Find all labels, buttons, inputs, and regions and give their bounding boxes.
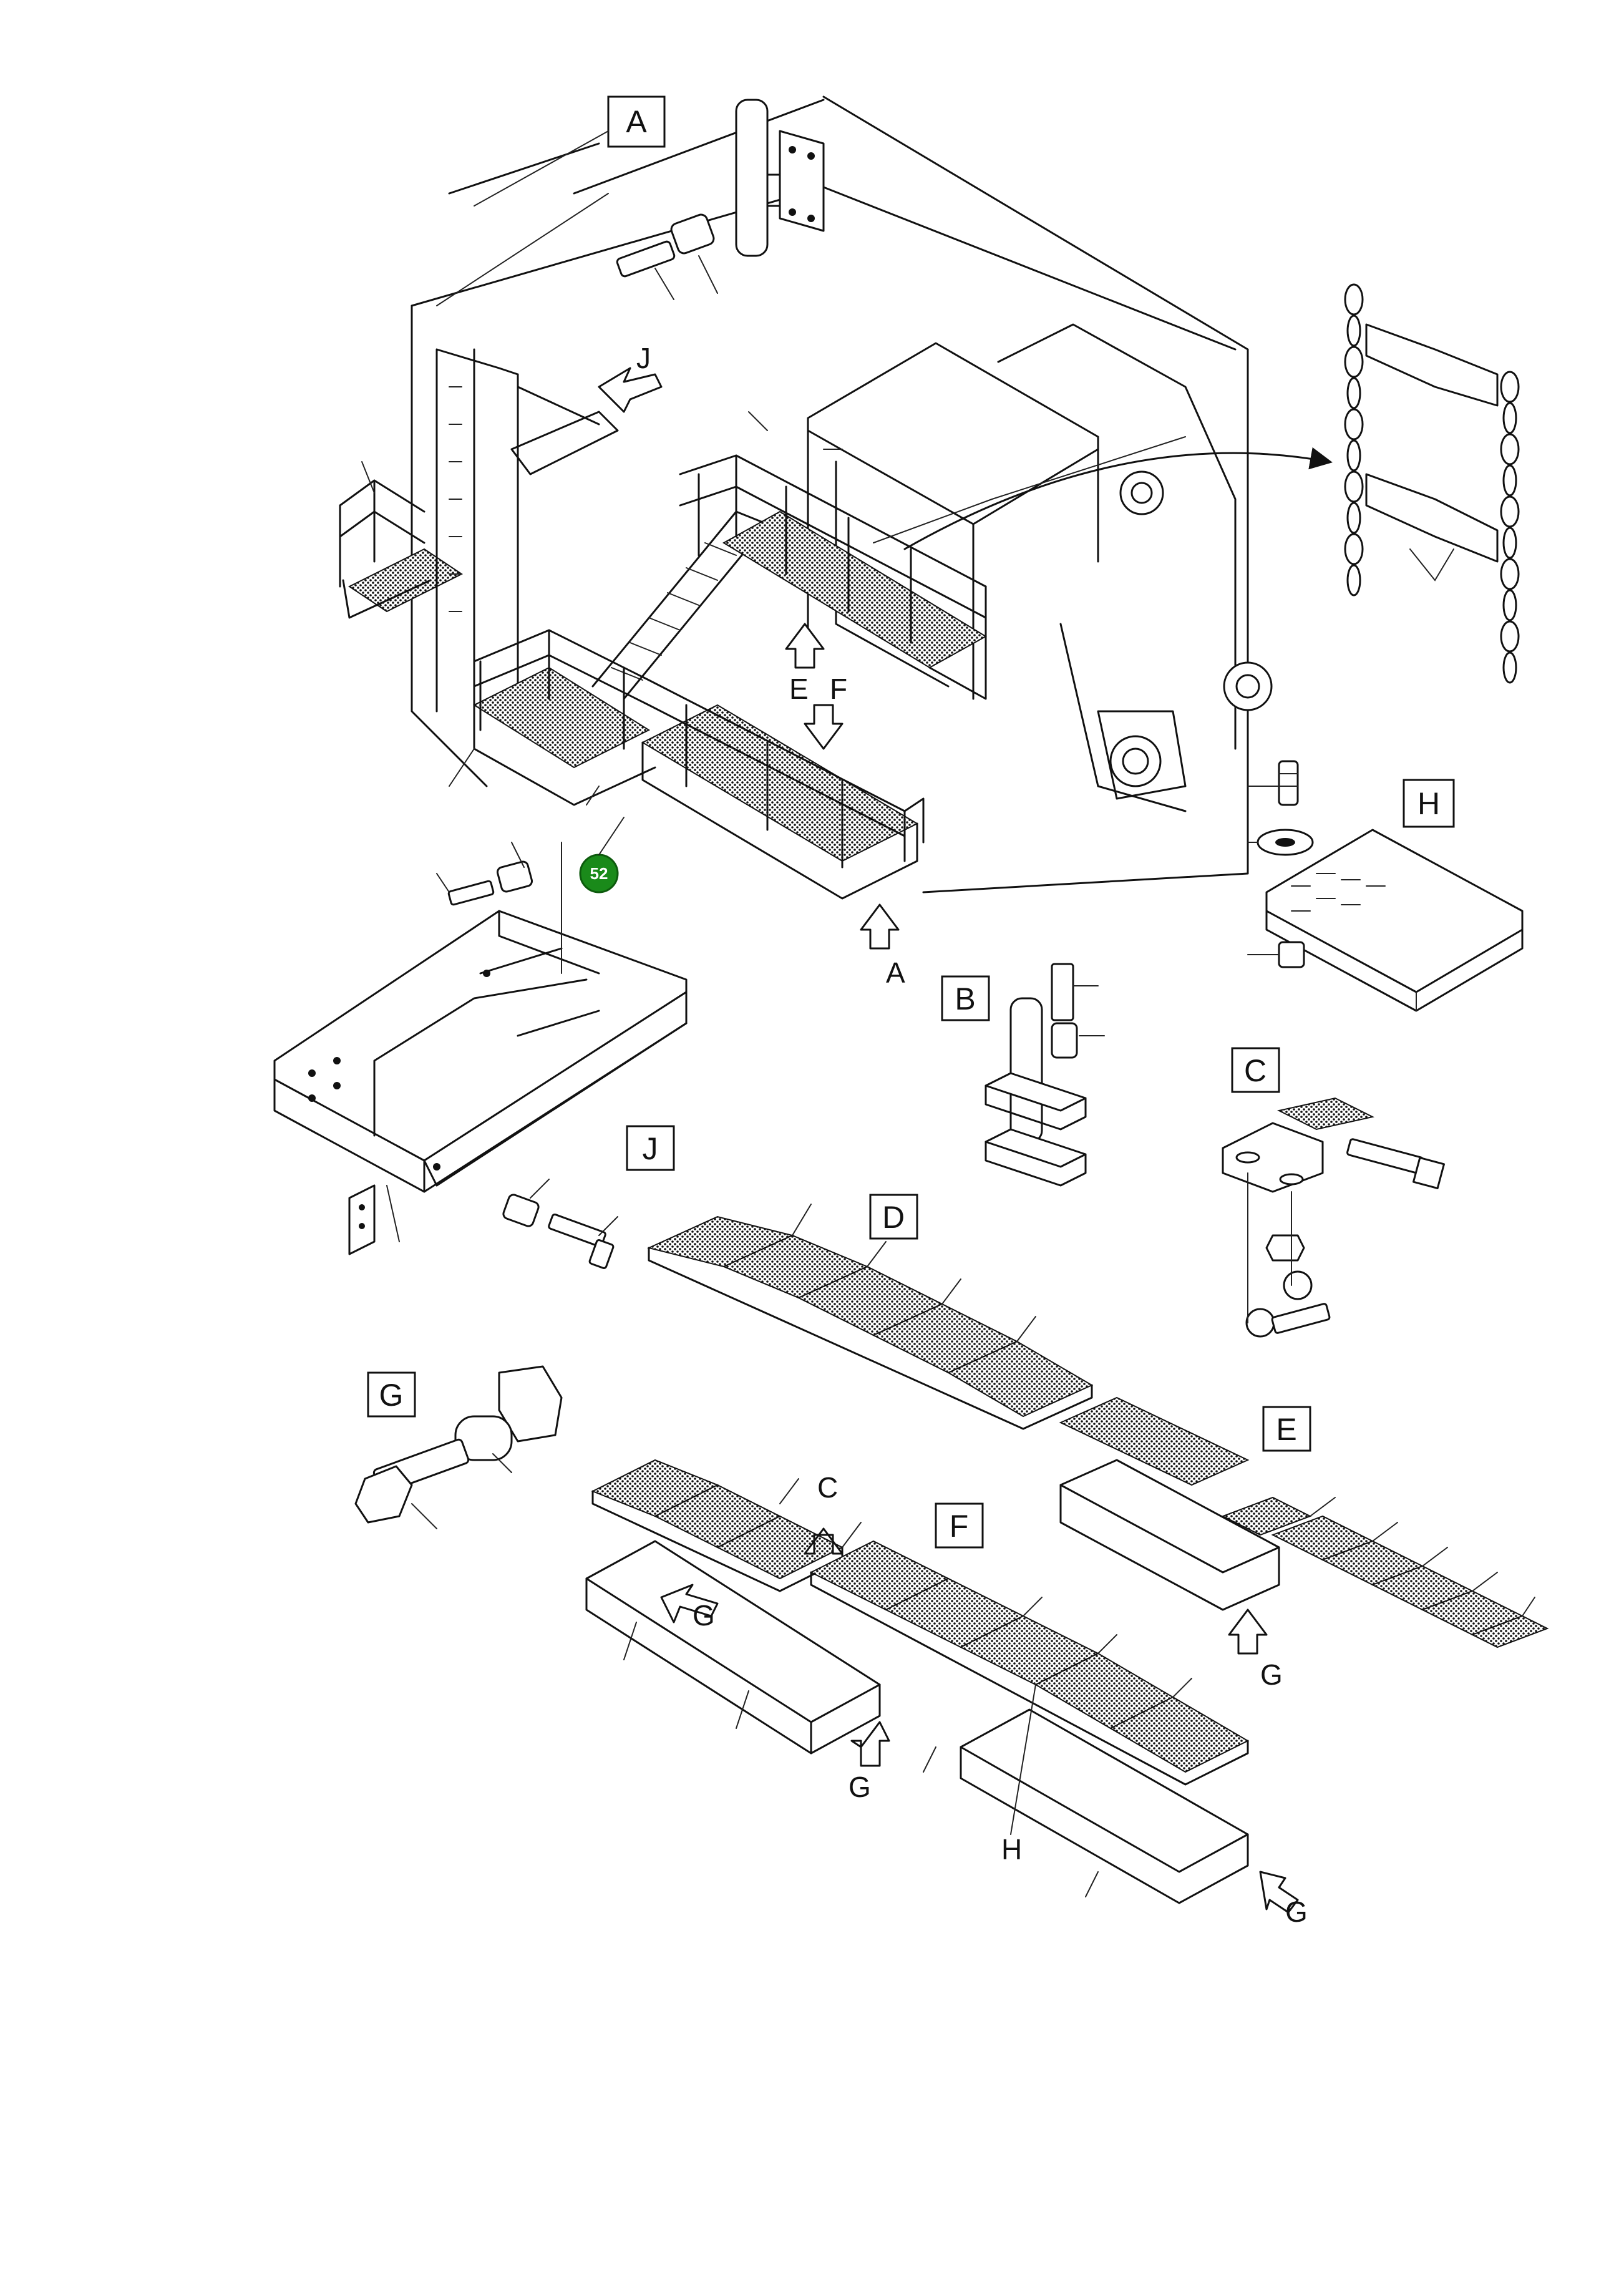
callout-G-E: G [1260,1658,1283,1691]
detail-D-stair-treads: D [646,1194,1094,1430]
detail-F-stair-assembly: F C G G G H [585,1459,1308,1928]
item-badge-52[interactable]: 52 [579,854,619,893]
chain-left [1344,283,1364,596]
detail-E-platform: E G [1059,1396,1549,1691]
label-F: F [950,1509,969,1544]
detail-J-frame: J [273,842,688,1269]
callout-G-left: G [693,1599,715,1632]
callout-A: A [886,957,905,989]
detail-G-bolt-spacer: G [354,1365,563,1529]
label-E: E [1276,1412,1296,1447]
badge-number: 52 [590,864,608,883]
detail-H-step-plate: H [1247,760,1524,1012]
callout-G-center: G [848,1771,871,1803]
detail-C-bracket: C [1222,1047,1445,1338]
label-G: G [379,1378,404,1413]
label-J: J [643,1131,658,1166]
label-B: B [955,981,975,1016]
label-box-A-group: A [607,95,666,148]
detail-B-post: B [941,963,1105,1187]
label-H: H [1417,786,1440,821]
callout-G-right: G [1285,1896,1308,1928]
callout-C: C [817,1471,838,1504]
label-C: C [1244,1053,1267,1088]
callout-F: F [830,673,847,705]
callout-H: H [1001,1833,1022,1866]
callout-J: J [636,342,651,374]
chain-right [1500,371,1520,684]
callout-E: E [789,673,809,705]
machine-assembly: A J E F A 52 [339,95,1273,989]
label-D: D [882,1200,905,1235]
label-A: A [626,104,647,139]
chain-ladder-detail [903,283,1520,684]
